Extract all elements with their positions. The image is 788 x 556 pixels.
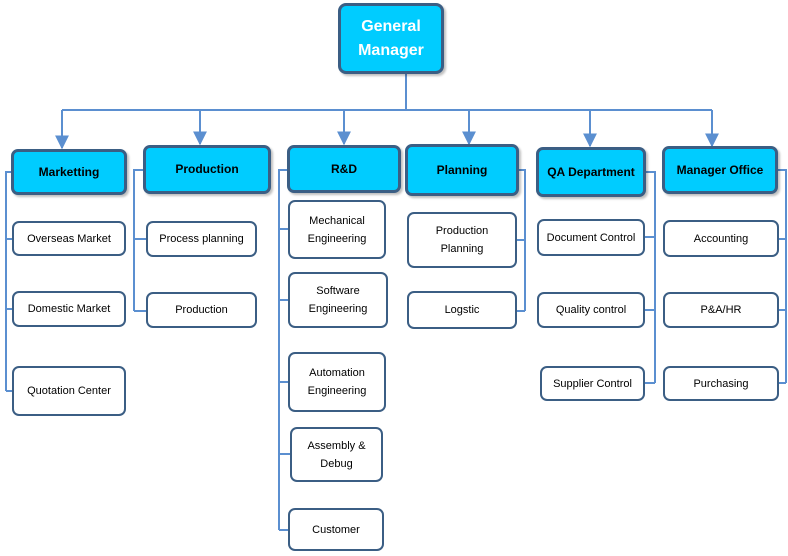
dept-rnd: R&D xyxy=(287,145,401,193)
dept-qa-label: QA Department xyxy=(547,164,635,179)
item-process-planning: Process planning xyxy=(146,221,257,257)
spine-manager-office xyxy=(777,169,787,383)
dept-planning: Planning xyxy=(405,144,519,196)
general-manager-label: General Manager xyxy=(358,17,424,59)
item-quotation-center: Quotation Center xyxy=(12,366,126,416)
dept-manager-office-label: Manager Office xyxy=(676,162,764,177)
spine-production xyxy=(133,169,143,311)
item-mechanical-engineering: Mechanical Engineering xyxy=(288,200,386,259)
dept-rnd-label: R&D xyxy=(331,161,357,176)
item-production-planning: Production Planning xyxy=(407,212,517,268)
general-manager-box: General Manager xyxy=(338,3,444,74)
spine-qa xyxy=(645,171,656,383)
spine-rnd xyxy=(278,169,287,530)
item-supplier-control: Supplier Control xyxy=(540,366,645,401)
dept-marketting-label: Marketting xyxy=(38,164,100,179)
item-assembly-debug: Assembly & Debug xyxy=(290,427,383,482)
dept-production: Production xyxy=(143,145,271,194)
item-pa-hr: P&A/HR xyxy=(663,292,779,328)
dept-production-label: Production xyxy=(175,162,239,176)
item-customer: Customer xyxy=(288,508,384,551)
dept-planning-label: Planning xyxy=(436,162,488,177)
item-production: Production xyxy=(146,292,257,328)
dept-marketting: Marketting xyxy=(11,149,127,195)
spine-marketting xyxy=(5,171,11,391)
item-purchasing: Purchasing xyxy=(663,366,779,401)
item-accounting: Accounting xyxy=(663,220,779,257)
dept-qa-department: QA Department xyxy=(536,147,646,197)
dept-manager-office: Manager Office xyxy=(662,146,778,194)
item-quality-control: Quality control xyxy=(537,292,645,328)
item-logstic: Logstic xyxy=(407,291,517,329)
item-overseas-market: Overseas Market xyxy=(12,221,126,256)
item-automation-engineering: Automation Engineering xyxy=(288,352,386,412)
item-domestic-market: Domestic Market xyxy=(12,291,126,327)
item-document-control: Document Control xyxy=(537,219,645,256)
item-software-engineering: Software Engineering xyxy=(288,272,388,328)
spine-planning xyxy=(518,169,526,311)
